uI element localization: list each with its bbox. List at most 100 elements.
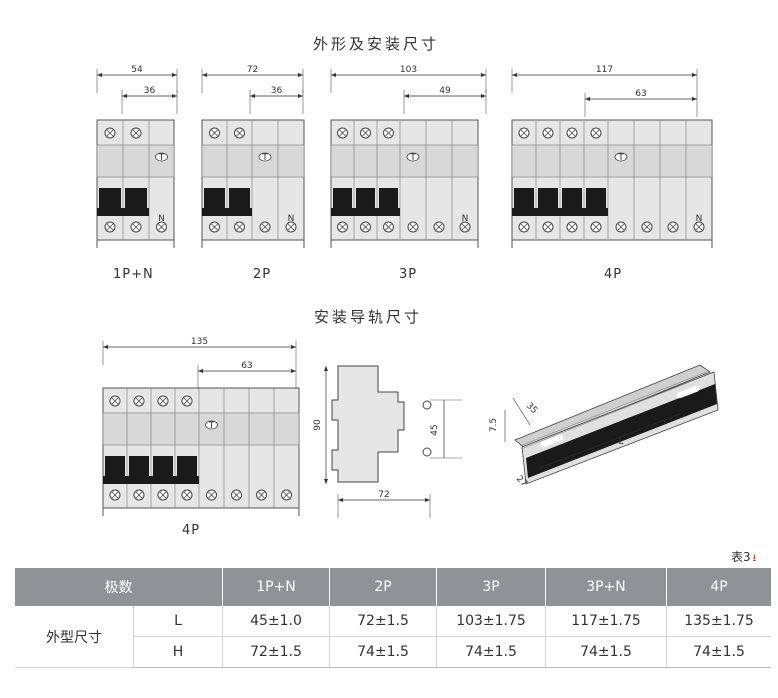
bottom-screw-slot2 xyxy=(135,491,143,499)
toggle-handle xyxy=(153,456,173,480)
dim-2p-total-label: 72 xyxy=(247,65,258,75)
toggle-handle xyxy=(379,188,398,212)
table-cell: 74±1.5 xyxy=(436,636,546,668)
side-depth-dim-label: 72 xyxy=(378,490,389,500)
bottom-screw-slot2 xyxy=(568,223,576,231)
toggle-handle xyxy=(356,188,375,212)
toggle-handle xyxy=(129,456,149,480)
dim-large-total-label: 135 xyxy=(191,337,208,347)
bottom-screw-slot2 xyxy=(643,223,651,231)
download-icon[interactable]: ⭳ xyxy=(752,553,757,564)
breaker-label-2p: 2P xyxy=(253,267,272,282)
n-terminal-label: N xyxy=(696,214,703,224)
large-breaker-label-4p: 4P xyxy=(182,523,201,538)
top-screw-slot2 xyxy=(159,397,167,405)
side-view-screw xyxy=(422,447,432,457)
breaker-3: T xyxy=(511,119,713,248)
rail-length-label: L xyxy=(618,437,623,447)
test-button-icon xyxy=(258,152,272,162)
rail-groove xyxy=(520,374,708,450)
n-terminal-label: N xyxy=(158,214,165,224)
side-height-arrow-bottom xyxy=(324,479,328,484)
bottom-screw-slot2 xyxy=(592,223,600,231)
top-screw-slot2 xyxy=(544,129,552,137)
n-terminal-label: N xyxy=(288,214,295,224)
bottom-screw-slot2 xyxy=(435,223,443,231)
breaker-label-3p: 3P xyxy=(399,267,418,282)
toggle-handle xyxy=(333,188,352,212)
rail-height-label: 7.5 xyxy=(489,418,499,432)
table-tag-text: 表3 xyxy=(731,550,751,564)
toggle-handle xyxy=(177,456,197,480)
dim-1pn-sub-arrow-left xyxy=(122,94,127,98)
top-screw-slot2 xyxy=(111,397,119,405)
table-group-label: 外型尺寸 xyxy=(15,606,134,668)
bottom-screw-slot2 xyxy=(409,223,417,231)
rail-slot xyxy=(540,434,564,448)
dim-large-total-arrow-left xyxy=(103,345,108,349)
table-header-row: 极数 1P+N 2P 3P 3P+N 4P xyxy=(15,568,771,606)
dim-4p-sub-label: 63 xyxy=(635,89,646,99)
toggle-handle xyxy=(562,188,582,212)
bottom-screw-slot2 xyxy=(211,223,218,231)
toggle-handle xyxy=(99,188,121,212)
outline-dimensions-heading: 外形及安装尺寸 xyxy=(313,35,440,53)
breaker-mid-band xyxy=(511,144,713,178)
side-height-label: 90 xyxy=(313,419,323,431)
toggle-handle xyxy=(229,188,250,212)
table-cell: 135±1.75 xyxy=(666,606,771,637)
table-cell: 74±1.5 xyxy=(545,636,667,668)
bottom-screw-slot2 xyxy=(233,491,240,499)
bottom-screw-slot2 xyxy=(520,223,528,231)
dim-3p-total-arrow-right xyxy=(481,73,486,77)
table-param-cell: H xyxy=(133,636,223,668)
dim-1pn-sub-label: 36 xyxy=(144,86,156,96)
bottom-screw-slot2 xyxy=(283,491,290,499)
table-header-cell: 1P+N xyxy=(222,568,330,606)
rail-groove xyxy=(519,371,707,447)
breaker-mid-band xyxy=(102,412,300,446)
bottom-screw-slot2 xyxy=(106,223,114,231)
bottom-screw-slot2 xyxy=(669,223,677,231)
toggle-handle xyxy=(514,188,534,212)
bottom-screw-slot2 xyxy=(208,491,215,499)
breaker-label-1p-n: 1P+N xyxy=(113,267,154,282)
side-inner-label: 45 xyxy=(430,424,440,435)
test-button-mark: T xyxy=(409,153,416,163)
bottom-screw-slot2 xyxy=(461,223,469,231)
table-row: 外型尺寸 L 45±1.0 72±1.5 103±1.75 117±1.75 1… xyxy=(15,606,771,668)
handle-bar xyxy=(103,476,199,484)
breaker-body xyxy=(330,119,479,241)
top-screw-slot2 xyxy=(106,129,114,137)
table-param-cell: L xyxy=(133,606,223,637)
top-screw-slot2 xyxy=(385,129,392,137)
dim-2p-total-arrow-left xyxy=(202,73,207,77)
top-screw-slot2 xyxy=(135,397,143,405)
handle-bar xyxy=(512,208,608,216)
test-button-icon xyxy=(205,420,218,430)
handle-bar xyxy=(202,208,252,216)
rail-length-dim xyxy=(539,413,681,469)
dim-3p-total-arrow-left xyxy=(331,73,336,77)
table-header-cell: 2P xyxy=(329,568,437,606)
table-cell: 72±1.5 xyxy=(329,606,437,637)
toggle-handle xyxy=(125,188,147,212)
dim-3p-sub-arrow-right xyxy=(481,94,486,98)
table-row: H 72±1.5 74±1.5 74±1.5 74±1.5 74±1.5 xyxy=(15,636,771,668)
side-depth-dim-arrow-left xyxy=(338,498,343,502)
bottom-screw-slot2 xyxy=(695,223,703,231)
dim-2p-total-arrow-right xyxy=(298,73,303,77)
table-cell: 103±1.75 xyxy=(436,606,546,637)
dimension-table: 极数 1P+N 2P 3P 3P+N 4P 外型尺寸 L 45±1.0 72±1… xyxy=(15,568,771,668)
dim-1pn-total-arrow-right xyxy=(172,73,177,77)
rail-width-dim xyxy=(512,397,531,426)
bottom-screw-slot2 xyxy=(287,223,295,231)
top-screw-slot2 xyxy=(183,397,191,405)
handle-bar xyxy=(331,208,400,216)
test-button-icon xyxy=(614,152,628,162)
toggle-handle xyxy=(538,188,558,212)
breaker-1: T xyxy=(201,119,305,248)
toggle-handle xyxy=(105,456,125,480)
bottom-screw-slot2 xyxy=(158,223,165,231)
test-button-mark: T xyxy=(208,421,215,431)
